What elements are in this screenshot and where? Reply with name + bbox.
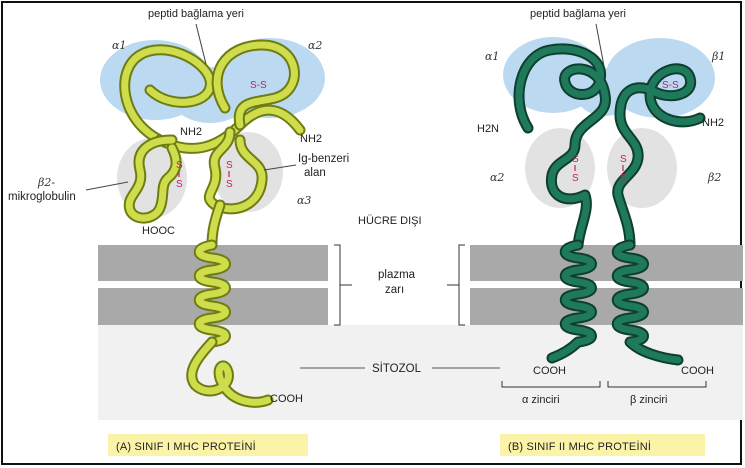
alpha2-label-a: α2 <box>308 39 322 52</box>
svg-text:S: S <box>226 179 233 190</box>
peptide-site-label-b: peptid bağlama yeri <box>530 8 626 20</box>
svg-text:S: S <box>176 179 183 190</box>
svg-text:S: S <box>176 160 183 171</box>
caption-a: (A) SINIF I MHC PROTEİNİ <box>116 440 256 453</box>
beta-chain-label: β zinciri <box>630 394 668 406</box>
beta1-label-b: β1 <box>711 50 725 63</box>
disulfide-alpha2-a: S-S <box>250 80 267 91</box>
extracellular-label: HÜCRE DIŞI <box>358 215 422 227</box>
membrane-label-line2: zarı <box>385 284 404 296</box>
nh2-label-b: NH2 <box>702 117 724 129</box>
membrane-label-line1: plazma <box>378 269 416 281</box>
hooc-label-a: HOOC <box>142 225 175 237</box>
disulfide-beta1: S-S <box>662 80 679 91</box>
cooh-label-a: COOH <box>270 393 303 405</box>
cooh-label-b-left: COOH <box>533 365 566 377</box>
alpha1-label-b: α1 <box>485 50 499 63</box>
alpha3-label-a: α3 <box>297 194 311 207</box>
cooh-label-b-right: COOH <box>681 365 714 377</box>
alpha2-label-b: α2 <box>490 171 504 184</box>
cytosol-label: SİTOZOL <box>372 362 422 375</box>
plasma-membrane-b <box>470 245 743 325</box>
svg-text:S-S: S-S <box>250 80 267 91</box>
beta2-label-b: β2 <box>707 171 721 184</box>
alpha1-label-a: α1 <box>112 39 126 52</box>
ig-domain-bg-b <box>525 128 677 208</box>
ig-label-line2: alan <box>304 167 326 179</box>
membrane-bracket-left <box>334 245 352 325</box>
svg-text:S: S <box>226 160 233 171</box>
membrane-bracket-right <box>447 245 465 325</box>
ig-label-line1: Ig-benzeri <box>298 153 349 165</box>
svg-text:S: S <box>572 173 579 184</box>
svg-text:S: S <box>620 154 627 165</box>
svg-text:S-S: S-S <box>662 80 679 91</box>
svg-text:S: S <box>572 154 579 165</box>
h2n-label-b: H2N <box>477 123 499 135</box>
peptide-site-label-a: peptid bağlama yeri <box>148 8 244 20</box>
nh2-label-right-a: NH2 <box>300 133 322 145</box>
alpha-chain-label: α zinciri <box>522 394 560 406</box>
caption-b: (B) SINIF II MHC PROTEİNİ <box>508 440 651 453</box>
nh2-label-top-a: NH2 <box>180 126 202 138</box>
b2m-label: β2- <box>37 176 55 189</box>
mikroglobulin-label: mikroglobulin <box>8 191 76 203</box>
svg-text:S: S <box>620 173 627 184</box>
